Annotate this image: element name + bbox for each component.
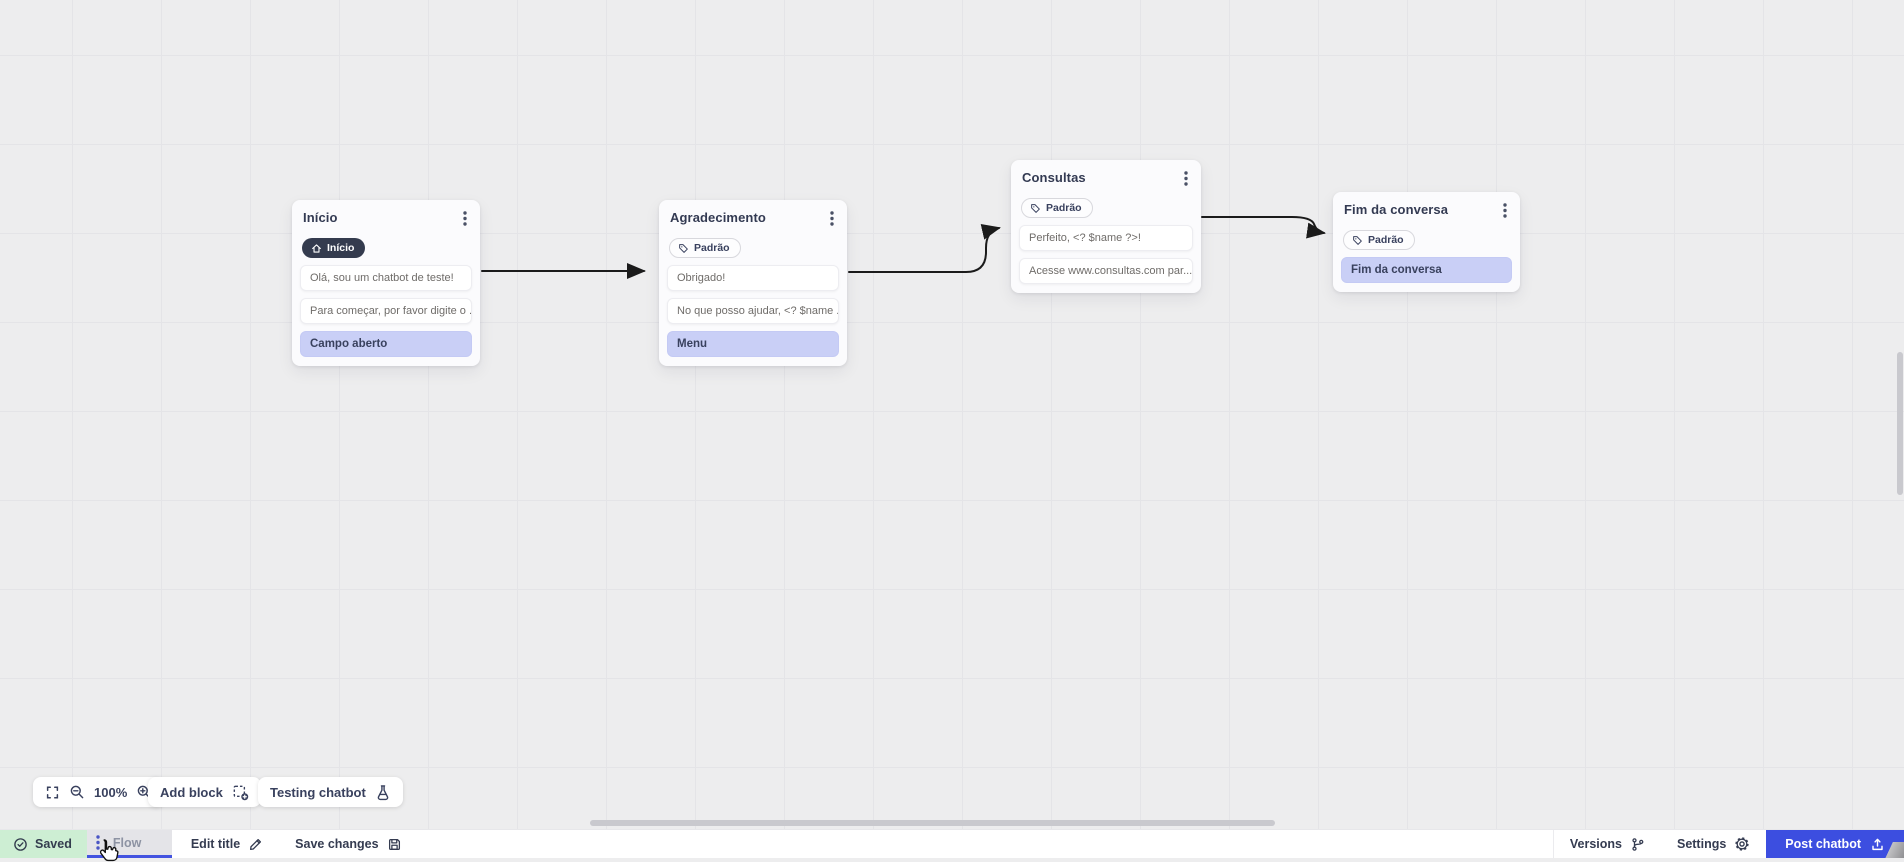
zoom-out-icon[interactable] [69, 784, 85, 800]
horizontal-scrollbar[interactable] [590, 820, 1275, 826]
node-header: Consultas [1019, 168, 1193, 191]
flow-node-fim-da-conversa[interactable]: Fim da conversa Padrão Fim da conversa [1333, 192, 1520, 292]
tab-flow-label: Flow [113, 836, 141, 850]
node-type-badge: Padrão [669, 238, 741, 258]
wire-consultas-fim [1202, 217, 1324, 233]
save-changes-button[interactable]: Save changes [279, 830, 417, 858]
post-chatbot-label: Post chatbot [1785, 837, 1861, 851]
node-title: Início [303, 210, 338, 225]
check-circle-icon [13, 837, 28, 852]
testing-chatbot-button[interactable]: Testing chatbot [258, 777, 403, 807]
node-title: Agradecimento [670, 210, 766, 225]
node-message[interactable]: Olá, sou um chatbot de teste! [300, 265, 472, 291]
node-header: Início [300, 208, 472, 231]
save-icon [387, 837, 402, 852]
node-title: Consultas [1022, 170, 1086, 185]
home-icon [311, 243, 322, 254]
node-type-badge: Padrão [1021, 198, 1093, 218]
status-bar-right-group: Versions Settings Post chatbot [1553, 830, 1904, 858]
vertical-scrollbar[interactable] [1897, 352, 1903, 495]
node-menu-icon[interactable] [1182, 171, 1190, 191]
saved-label: Saved [35, 837, 72, 851]
branch-icon [1630, 837, 1645, 852]
flow-node-consultas[interactable]: Consultas Padrão Perfeito, <? $name ?>! … [1011, 160, 1201, 293]
node-input-block[interactable]: Fim da conversa [1341, 257, 1512, 283]
tag-icon [1030, 203, 1041, 214]
flow-node-agradecimento[interactable]: Agradecimento Padrão Obrigado! No que po… [659, 200, 847, 366]
saved-status-badge: Saved [0, 830, 87, 858]
edit-title-button[interactable]: Edit title [175, 830, 279, 858]
node-title: Fim da conversa [1344, 202, 1448, 217]
node-type-badge: Início [302, 238, 365, 258]
versions-button[interactable]: Versions [1554, 830, 1661, 858]
pencil-icon [248, 837, 263, 852]
kebab-menu-icon[interactable] [96, 835, 100, 850]
tab-flow[interactable]: Flow [87, 830, 172, 858]
wire-agradecimento-consultas [849, 228, 999, 272]
zoom-level: 100% [94, 785, 127, 800]
add-block-label: Add block [160, 785, 223, 800]
node-type-badge: Padrão [1343, 230, 1415, 250]
node-header: Agradecimento [667, 208, 839, 231]
save-changes-label: Save changes [295, 837, 378, 851]
add-block-button[interactable]: Add block [148, 777, 261, 807]
node-message[interactable]: No que posso ajudar, <? $name ... [667, 298, 839, 324]
settings-button[interactable]: Settings [1661, 830, 1766, 858]
node-menu-icon[interactable] [828, 211, 836, 231]
tag-icon [1352, 235, 1363, 246]
flask-icon [375, 784, 391, 801]
zoom-toolbar: 100% [33, 777, 164, 807]
node-input-block[interactable]: Menu [667, 331, 839, 357]
tag-icon [678, 243, 689, 254]
node-input-block[interactable]: Campo aberto [300, 331, 472, 357]
settings-label: Settings [1677, 837, 1726, 851]
edit-title-label: Edit title [191, 837, 240, 851]
add-block-icon [232, 784, 249, 801]
node-menu-icon[interactable] [1501, 203, 1509, 223]
node-message[interactable]: Acesse www.consultas.com par... [1019, 258, 1193, 284]
bottom-status-bar: Saved Flow Edit title Save changes Versi… [0, 829, 1904, 858]
fullscreen-icon[interactable] [45, 785, 60, 800]
versions-label: Versions [1570, 837, 1622, 851]
node-header: Fim da conversa [1341, 200, 1512, 223]
node-message[interactable]: Para começar, por favor digite o ... [300, 298, 472, 324]
flow-node-inicio[interactable]: Início Início Olá, sou um chatbot de tes… [292, 200, 480, 366]
node-menu-icon[interactable] [461, 211, 469, 231]
node-message[interactable]: Obrigado! [667, 265, 839, 291]
testing-chatbot-label: Testing chatbot [270, 785, 366, 800]
gear-icon [1734, 836, 1750, 852]
window-resize-corner [1878, 842, 1904, 858]
node-message[interactable]: Perfeito, <? $name ?>! [1019, 225, 1193, 251]
